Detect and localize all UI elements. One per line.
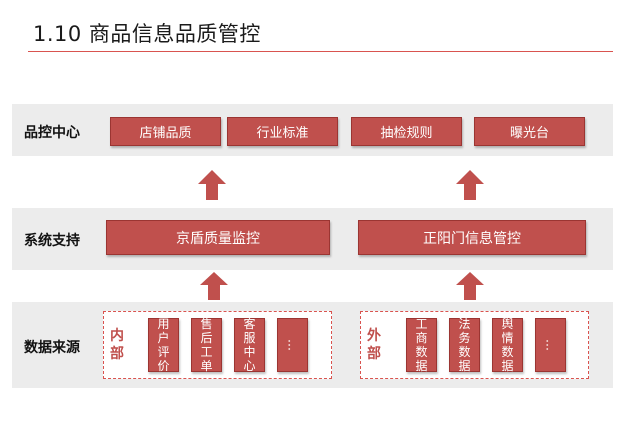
external-heading: 外部 <box>366 327 382 363</box>
quality-item-exposure[interactable]: 曝光台 <box>474 117 585 146</box>
quality-row-label: 品控中心 <box>24 125 80 141</box>
source-item-label: 客服中心 <box>243 317 256 373</box>
page-title: 1.10 商品信息品质管控 <box>33 22 261 46</box>
source-row-label: 数据来源 <box>24 340 80 356</box>
source-item-internal-more[interactable]: … <box>277 318 308 372</box>
quality-item-industry[interactable]: 行业标准 <box>227 117 338 146</box>
up-arrow-icon <box>200 272 228 300</box>
quality-item-sampling[interactable]: 抽检规则 <box>351 117 462 146</box>
source-item-label: … <box>543 339 558 351</box>
internal-heading: 内部 <box>109 327 125 363</box>
source-item-label: 法务数据 <box>458 317 471 373</box>
source-item-label: … <box>285 339 300 351</box>
source-heading-text: 内部 <box>110 328 124 362</box>
quality-item-store[interactable]: 店铺品质 <box>110 117 221 146</box>
source-item-after-sales[interactable]: 售后工单 <box>191 317 222 373</box>
source-item-legal[interactable]: 法务数据 <box>449 317 480 373</box>
source-item-external-more[interactable]: … <box>535 318 566 372</box>
up-arrow-icon <box>198 170 226 200</box>
source-item-customer-service[interactable]: 客服中心 <box>234 317 265 373</box>
source-item-label: 舆情数据 <box>501 317 514 373</box>
source-item-label: 工商数据 <box>415 317 428 373</box>
title-divider <box>28 51 613 52</box>
up-arrow-icon <box>456 272 484 300</box>
system-row-label: 系统支持 <box>24 233 80 249</box>
source-heading-text: 外部 <box>367 328 381 362</box>
source-item-public-opinion[interactable]: 舆情数据 <box>492 317 523 373</box>
up-arrow-icon <box>456 170 484 200</box>
source-item-label: 售后工单 <box>200 317 213 373</box>
system-item-zhengyangmen[interactable]: 正阳门信息管控 <box>358 220 586 255</box>
source-item-label: 用户评价 <box>157 317 170 373</box>
source-item-business-registry[interactable]: 工商数据 <box>406 317 437 373</box>
source-item-user-review[interactable]: 用户评价 <box>148 317 179 373</box>
system-item-jingdun[interactable]: 京盾质量监控 <box>106 220 330 255</box>
